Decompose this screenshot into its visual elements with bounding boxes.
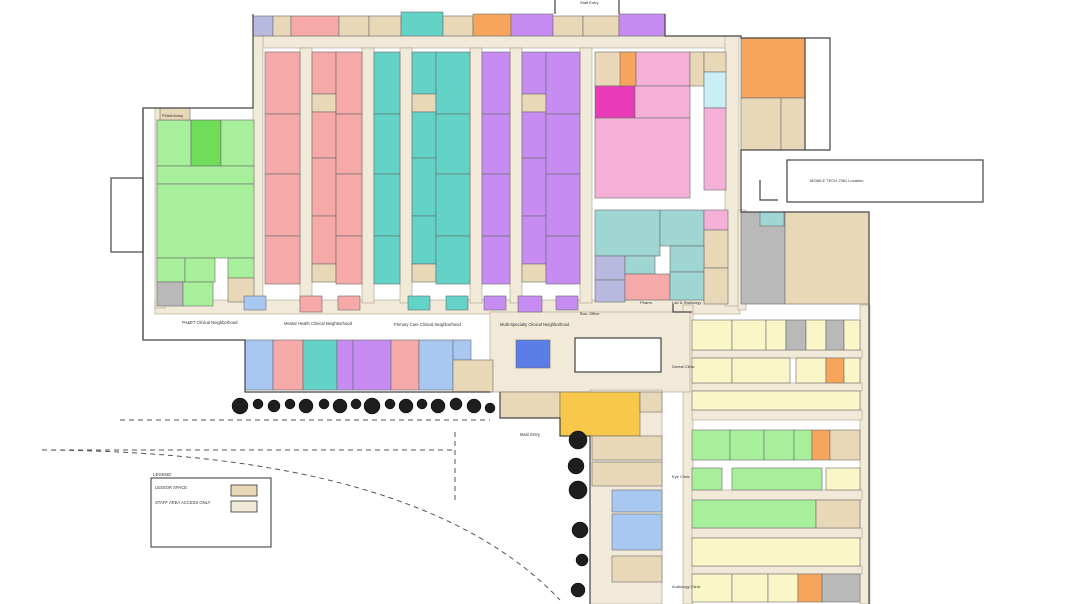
top-entry-label: Staff Entry (580, 0, 599, 5)
multi-specialty-neighborhood-label: Multi-Specialty Clinical Neighborhood (500, 322, 570, 327)
audiology-clinic-label: Audiology Clinic (672, 584, 700, 589)
legend-item-staff-label: STAFF AREA ACCESS ONLY (155, 500, 211, 505)
legend-swatch-staff (230, 500, 258, 513)
legend-item-lessor-label: LESSOR SPACE (155, 485, 187, 490)
mental-health-neighborhood-label: Mental Health Clinical Neighborhood (284, 321, 353, 326)
main-entry-label: Main Entry (520, 432, 541, 437)
primary-care-neighborhood-label: Primary Care Clinical Neighborhood (394, 322, 461, 327)
dental-clinic-label: Dental Clinic (672, 364, 694, 369)
labels: Staff Entry Phlebotomy PA&ET Clinical Ne… (162, 0, 863, 589)
lab-radiology-label: Lab & Radiology (672, 300, 701, 305)
bus-office-label: Bus. Office (580, 311, 600, 316)
pact-neighborhood-label: PA&ET Clinical Neighborhood (182, 320, 238, 325)
legend: LEGEND LESSOR SPACE STAFF AREA ACCESS ON… (150, 472, 272, 548)
phlebotomy-label: Phlebotomy (162, 113, 183, 118)
legend-swatch-lessor (230, 484, 258, 497)
mobile-tech-label: MOBILE TECH. PAD Location (810, 178, 863, 183)
legend-title: LEGEND (153, 472, 172, 477)
pharm-label: Pharm. (640, 300, 653, 305)
landscaping (231, 397, 589, 598)
rooms (156, 11, 870, 603)
walls (41, 0, 984, 604)
eye-clinic-label: Eye Clinic (672, 474, 690, 479)
